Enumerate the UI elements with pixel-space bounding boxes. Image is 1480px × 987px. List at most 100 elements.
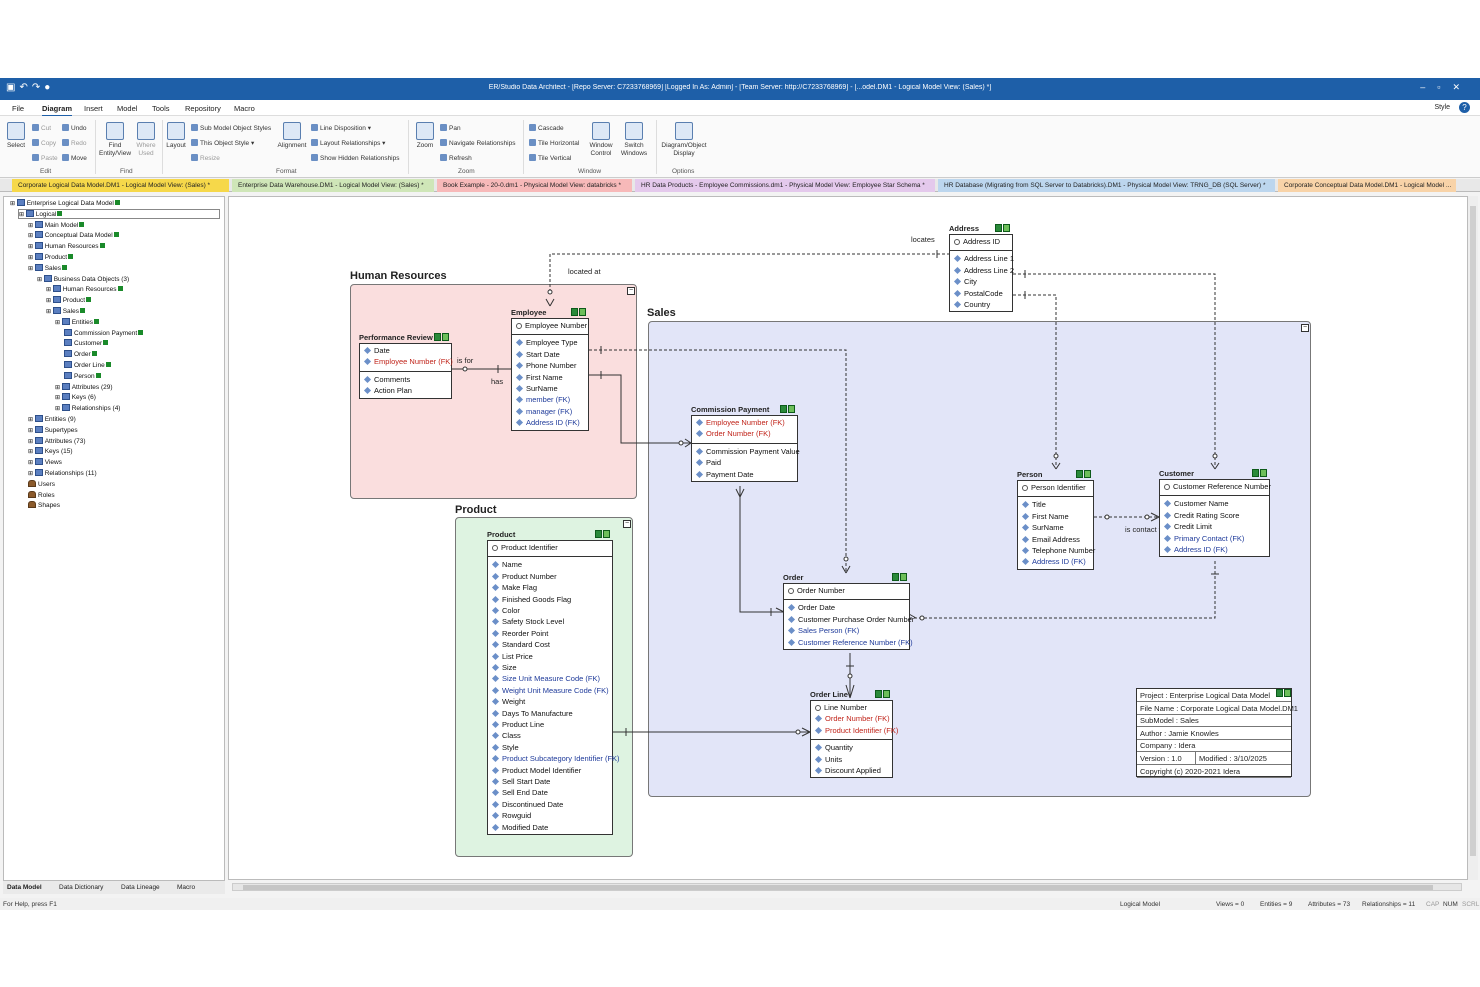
menu-insert[interactable]: Insert	[84, 104, 103, 113]
menu-repository[interactable]: Repository	[185, 104, 221, 113]
tree-node[interactable]: ⊞ Human Resources	[46, 285, 123, 293]
refresh-button[interactable]: Refresh	[440, 154, 472, 162]
attribute[interactable]: Reorder Point	[491, 629, 548, 639]
attribute[interactable]: Discontinued Date	[491, 800, 563, 810]
attribute[interactable]: Safety Stock Level	[491, 617, 564, 627]
select-button[interactable]: Select	[0, 122, 32, 150]
tree-node[interactable]: ⊞ Keys (15)	[28, 447, 73, 456]
tree-node[interactable]: Customer	[64, 339, 109, 347]
tree-node[interactable]: ⊞ Views	[28, 458, 62, 467]
attribute[interactable]: Paid	[695, 458, 721, 468]
tree-node[interactable]: ⊞ Relationships (11)	[28, 469, 97, 477]
tab-macro[interactable]: Macro	[177, 884, 196, 891]
attribute[interactable]: Credit Limit	[1163, 522, 1212, 532]
primary-key-attribute[interactable]: Order Number (FK)	[814, 714, 890, 724]
attribute[interactable]: manager (FK)	[515, 407, 572, 417]
attribute[interactable]: Standard Cost	[491, 640, 550, 650]
tab-data-lineage[interactable]: Data Lineage	[121, 884, 160, 891]
attribute[interactable]: City	[953, 277, 977, 287]
primary-key-attribute[interactable]: Product Identifier	[492, 543, 558, 553]
attribute[interactable]: Telephone Number	[1021, 546, 1095, 556]
window-controls[interactable]: –▫✕	[1420, 82, 1472, 92]
show-hidden-relationships-button[interactable]: Show Hidden Relationships	[311, 154, 400, 162]
alignment-button[interactable]: Alignment	[276, 122, 308, 150]
vertical-scrollbar[interactable]	[1468, 196, 1478, 880]
attribute[interactable]: Employee Type	[515, 338, 578, 348]
primary-key-attribute[interactable]: Customer Reference Number	[1164, 482, 1271, 492]
primary-key-attribute[interactable]: Address ID	[954, 237, 1000, 247]
attribute[interactable]: Credit Rating Score	[1163, 511, 1239, 521]
attribute[interactable]: Discount Applied	[814, 766, 881, 776]
tree-node[interactable]: ⊞ Keys (6)	[55, 393, 96, 402]
primary-key-attribute[interactable]: Order Number (FK)	[695, 429, 771, 439]
tree-node[interactable]: Shapes	[28, 501, 60, 509]
attribute[interactable]: Weight Unit Measure Code (FK)	[491, 686, 609, 696]
tab-1[interactable]: Enterprise Data Warehouse.DM1 - Logical …	[232, 179, 434, 192]
primary-key-attribute[interactable]: Person Identifier	[1022, 483, 1086, 493]
tab-5[interactable]: Corporate Conceptual Data Model.DM1 - Lo…	[1278, 179, 1456, 192]
menu-model[interactable]: Model	[117, 104, 138, 113]
tree-node[interactable]: ⊞ Human Resources	[28, 242, 105, 250]
attribute[interactable]: Customer Purchase Order Number	[787, 615, 914, 625]
tree-node[interactable]: ⊞ Conceptual Data Model	[28, 231, 119, 239]
pan-button[interactable]: Pan	[440, 124, 461, 132]
tab-3[interactable]: HR Data Products - Employee Commissions.…	[635, 179, 935, 192]
tree-node[interactable]: ⊞ Product	[46, 296, 92, 304]
tree-node[interactable]: ⊞ Logical	[18, 208, 220, 219]
tab-4[interactable]: HR Database (Migrating from SQL Server t…	[938, 179, 1275, 192]
attribute[interactable]: First Name	[515, 373, 563, 383]
tree-node[interactable]: Order	[64, 350, 97, 358]
layout-button[interactable]: Layout	[160, 122, 192, 150]
help-icon[interactable]: ?	[1459, 102, 1470, 113]
attribute[interactable]: Address ID (FK)	[1021, 557, 1086, 567]
sub-model-styles-button[interactable]: Sub Model Object Styles	[191, 124, 271, 132]
menu-macro[interactable]: Macro	[234, 104, 255, 113]
attribute[interactable]: SurName	[515, 384, 558, 394]
tree-node[interactable]: ⊞ Sales	[46, 307, 85, 315]
tab-data-dictionary[interactable]: Data Dictionary	[59, 884, 104, 891]
tile-vertical-button[interactable]: Tile Vertical	[529, 154, 571, 162]
attribute[interactable]: Product Subcategory Identifier (FK)	[491, 754, 620, 764]
primary-key-attribute[interactable]: Employee Number (FK)	[363, 357, 453, 367]
cascade-button[interactable]: Cascade	[529, 124, 564, 132]
cut-button[interactable]: Cut	[32, 124, 51, 132]
primary-key-attribute[interactable]: Line Number	[815, 703, 867, 713]
tree-node[interactable]: ⊞ Entities	[55, 317, 100, 326]
resize-button[interactable]: Resize	[191, 154, 220, 162]
style-menu[interactable]: Style	[1434, 104, 1450, 111]
tree-node[interactable]: Users	[28, 479, 55, 488]
attribute[interactable]: Weight	[491, 697, 525, 707]
redo-button[interactable]: Redo	[62, 139, 87, 147]
attribute[interactable]: Style	[491, 743, 519, 753]
tree-node[interactable]: ⊞ Attributes (29)	[55, 382, 113, 391]
primary-key-attribute[interactable]: Order Number	[788, 586, 845, 596]
switch-windows-button[interactable]: Switch Windows	[618, 122, 650, 158]
attribute[interactable]: Product Number	[491, 572, 557, 582]
tree-node[interactable]: ⊞ Attributes (73)	[28, 436, 86, 445]
attribute[interactable]: Address Line 1	[953, 254, 1014, 264]
tree-node[interactable]: Person	[64, 371, 101, 380]
tree-node[interactable]: ⊞ Supertypes	[28, 425, 78, 434]
attribute[interactable]: Address Line 2	[953, 266, 1014, 276]
attribute[interactable]: Color	[491, 606, 520, 616]
entity-box[interactable]: Employee Number (FK)Order Number (FK) Com…	[691, 415, 800, 482]
primary-key-attribute[interactable]: Product Identifier (FK)	[814, 726, 898, 736]
tree-node[interactable]: Order Line	[64, 361, 111, 369]
zoom-button[interactable]: Zoom	[409, 122, 441, 150]
attribute[interactable]: Modified Date	[491, 823, 548, 833]
navigate-relationships-button[interactable]: Navigate Relationships	[440, 139, 515, 147]
attribute[interactable]: Class	[491, 731, 521, 741]
find-entity-button[interactable]: Find Entity/View	[99, 122, 131, 158]
attribute[interactable]: Commission Payment Value	[695, 447, 800, 457]
attribute[interactable]: Product Line	[491, 720, 544, 730]
primary-key-attribute[interactable]: Employee Number (FK)	[695, 418, 785, 428]
attribute[interactable]: Days To Manufacture	[491, 709, 573, 719]
attribute[interactable]: Address ID (FK)	[515, 418, 580, 428]
where-used-button[interactable]: Where Used	[130, 122, 162, 158]
tree-node[interactable]: ⊞ Main Model	[28, 220, 85, 229]
undo-button[interactable]: Undo	[62, 124, 87, 132]
attribute[interactable]: Payment Date	[695, 470, 754, 480]
collapse-button[interactable]: −	[627, 287, 635, 295]
